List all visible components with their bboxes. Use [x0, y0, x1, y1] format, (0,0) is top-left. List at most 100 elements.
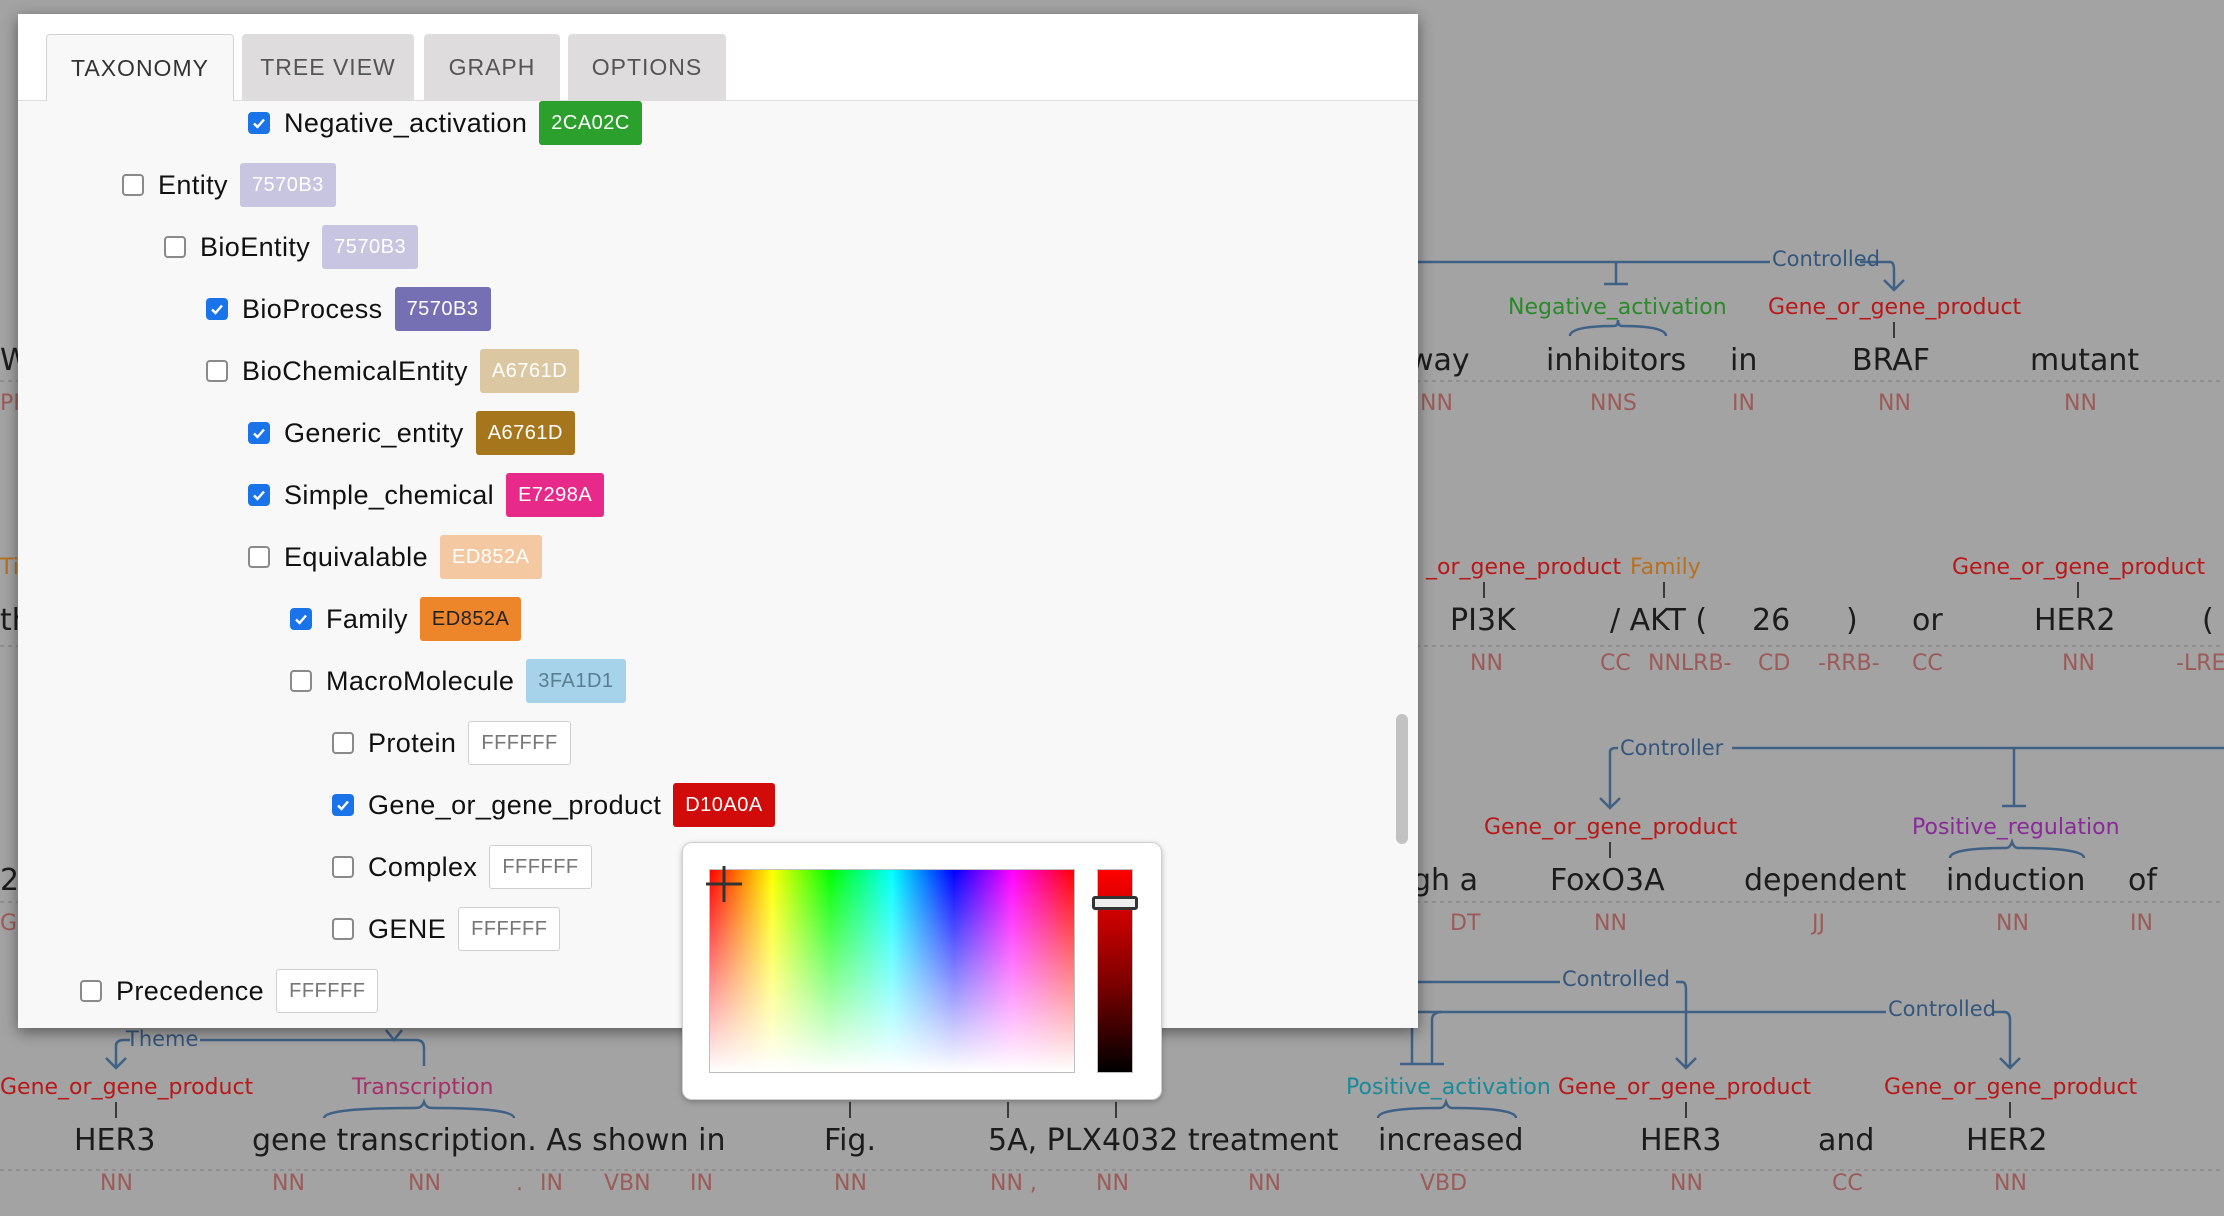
- taxonomy-item-precedence: Precedence FFFFFF: [80, 968, 379, 1014]
- word: HER3: [74, 1123, 155, 1158]
- checkbox[interactable]: [332, 856, 354, 878]
- taxonomy-item-bioprocess: BioProcess 7570B3: [206, 286, 491, 332]
- color-swatch[interactable]: 7570B3: [394, 287, 491, 331]
- pos-tag: NNS: [1590, 391, 1637, 416]
- word: BRAF: [1852, 343, 1930, 378]
- inhibit-head: [1400, 1010, 1444, 1066]
- pos-tag: NN: [1878, 391, 1911, 416]
- taxonomy-item-simple-chemical: Simple_chemical E7298A: [248, 472, 605, 518]
- color-swatch[interactable]: 7570B3: [239, 163, 336, 207]
- relation-link: [114, 1038, 130, 1068]
- color-swatch[interactable]: FFFFFF: [468, 721, 571, 765]
- color-swatch[interactable]: 2CA02C: [539, 101, 642, 145]
- pos-tag: .: [516, 1171, 523, 1196]
- checkbox[interactable]: [164, 236, 186, 258]
- word: dependent: [1744, 863, 1907, 898]
- tab-graph[interactable]: GRAPH: [424, 34, 560, 100]
- word: (: [2202, 603, 2214, 638]
- color-swatch[interactable]: D10A0A: [673, 783, 775, 827]
- brace: [1568, 319, 1668, 337]
- arrow-head: [105, 1057, 127, 1070]
- pos-tag: NN: [1994, 1171, 2027, 1196]
- arg-label: Theme: [125, 1027, 198, 1051]
- checkbox[interactable]: [290, 608, 312, 630]
- pos-tag: NNLRB-: [1648, 651, 1732, 676]
- checkbox[interactable]: [122, 174, 144, 196]
- relation-link: [1412, 1010, 2012, 1066]
- scrollbar-thumb[interactable]: [1396, 714, 1408, 844]
- checkbox[interactable]: [248, 546, 270, 568]
- checkbox[interactable]: [248, 422, 270, 444]
- taxonomy-item-protein: Protein FFFFFF: [332, 720, 571, 766]
- checkbox[interactable]: [206, 360, 228, 382]
- taxonomy-label: Precedence: [116, 975, 265, 1006]
- checkbox[interactable]: [248, 484, 270, 506]
- color-swatch[interactable]: FFFFFF: [276, 969, 379, 1013]
- pos-tag: NN: [408, 1171, 441, 1196]
- word: increased: [1378, 1123, 1524, 1158]
- taxonomy-label: BioChemicalEntity: [242, 355, 468, 386]
- tab-taxonomy[interactable]: TAXONOMY: [46, 34, 234, 101]
- crosshair-icon[interactable]: [704, 864, 744, 904]
- arg-label: Controlled: [1772, 247, 1880, 271]
- word: in: [1730, 343, 1757, 378]
- pos-tag: IN: [1732, 391, 1755, 416]
- color-swatch[interactable]: A6761D: [475, 411, 575, 455]
- relation-link: [1608, 746, 1618, 808]
- word: and: [1818, 1123, 1874, 1158]
- checkbox[interactable]: [80, 980, 102, 1002]
- event-label: Positive_activation: [1346, 1075, 1551, 1100]
- word: PI3K: [1450, 603, 1517, 638]
- color-swatch[interactable]: ED852A: [440, 535, 542, 579]
- color-swatch[interactable]: ED852A: [419, 597, 522, 641]
- checkbox[interactable]: [206, 298, 228, 320]
- checkbox[interactable]: [332, 918, 354, 940]
- arrow-head: [1675, 1057, 1697, 1070]
- pos-tag: NN ,: [990, 1171, 1037, 1196]
- tab-options[interactable]: OPTIONS: [568, 34, 726, 100]
- arg-label: Controlled: [1562, 967, 1670, 991]
- color-swatch[interactable]: FFFFFF: [489, 845, 592, 889]
- entity-label: Gene_or_gene_product: [1952, 555, 2206, 580]
- word: FoxO3A: [1550, 863, 1665, 898]
- pos-tag: NN: [2062, 651, 2095, 676]
- checkbox[interactable]: [332, 732, 354, 754]
- brace: [1948, 838, 2086, 859]
- pos-tag: -LRE: [2176, 651, 2224, 676]
- pos-tag: IN: [2130, 911, 2153, 936]
- pos-tag: NN: [1248, 1171, 1281, 1196]
- word: 26: [1752, 603, 1790, 638]
- color-swatch[interactable]: 7570B3: [322, 225, 419, 269]
- checkbox[interactable]: [290, 670, 312, 692]
- hue-slider-handle[interactable]: [1092, 896, 1138, 910]
- hue-slider[interactable]: [1092, 869, 1138, 1073]
- taxonomy-label: Generic_entity: [284, 417, 464, 448]
- pos-tag: NN: [2064, 391, 2097, 416]
- word: HER3: [1640, 1123, 1721, 1158]
- saturation-area[interactable]: [706, 866, 1075, 1073]
- word: / AKT (: [1610, 603, 1707, 638]
- color-swatch[interactable]: 3FA1D1: [526, 659, 626, 703]
- color-swatch[interactable]: FFFFFF: [458, 907, 561, 951]
- word: gene transcription. As shown in: [252, 1123, 726, 1158]
- checkbox[interactable]: [332, 794, 354, 816]
- taxonomy-item-equivalable: Equivalable ED852A: [248, 534, 542, 580]
- relation-link: [1418, 980, 1688, 1066]
- pos-tag: DT: [1450, 911, 1481, 936]
- color-swatch[interactable]: A6761D: [479, 349, 580, 393]
- taxonomy-label: Simple_chemical: [284, 479, 495, 510]
- entity-label: _or_gene_product: [1425, 555, 1621, 580]
- event-label: Positive_regulation: [1912, 815, 2120, 840]
- tab-bar: TAXONOMY TREE VIEW GRAPH OPTIONS: [18, 14, 1418, 101]
- taxonomy-item-complex: Complex FFFFFF: [332, 844, 592, 890]
- word: HER2: [2034, 603, 2115, 638]
- entity-label: Gene_or_gene_product: [0, 1075, 254, 1100]
- pos-tag: NN: [1594, 911, 1627, 936]
- checkbox[interactable]: [248, 112, 270, 134]
- relation-link: [1860, 260, 1896, 290]
- taxonomy-item-negative-activation: Negative_activation 2CA02C: [248, 100, 642, 146]
- tab-tree-view[interactable]: TREE VIEW: [242, 34, 414, 100]
- entity-label: Gene_or_gene_product: [1768, 295, 2022, 320]
- color-swatch[interactable]: E7298A: [506, 473, 605, 517]
- taxonomy-tree: Negative_activation 2CA02C Entity 7570B3…: [18, 100, 1390, 1028]
